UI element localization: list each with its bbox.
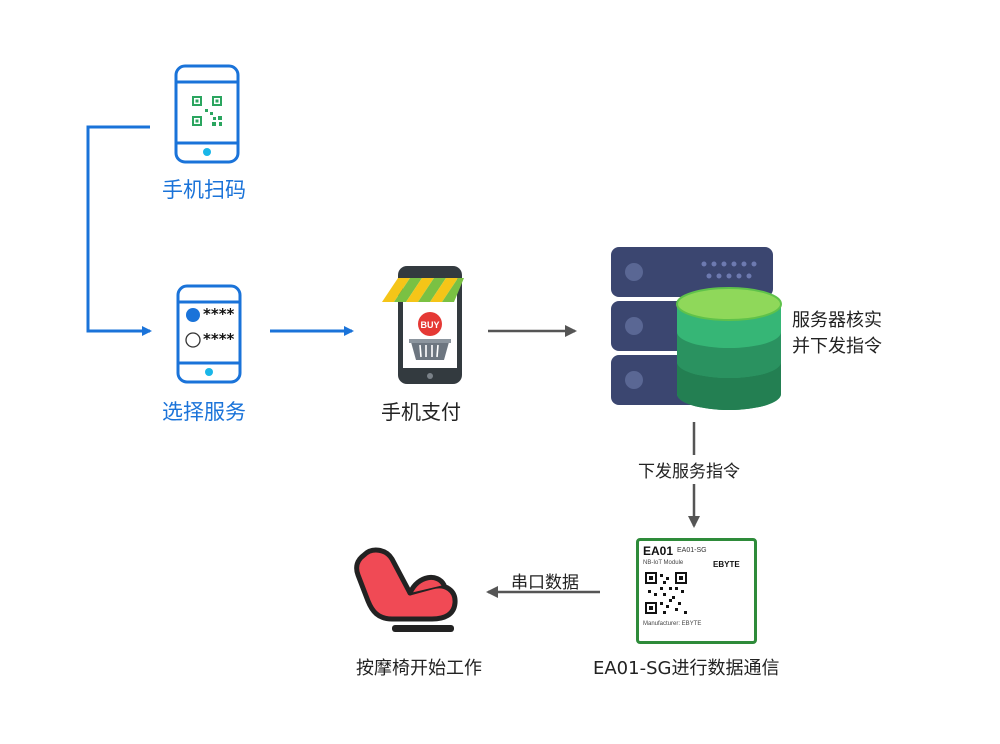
edge-label-server-module: 下发服务指令 — [636, 455, 742, 484]
node-select-label: 选择服务 — [162, 400, 246, 424]
node-pay-label: 手机支付 — [381, 400, 461, 424]
edge-label-module-chair: 串口数据 — [511, 573, 579, 593]
chip-sub: NB-IoT Module — [643, 560, 684, 566]
phone-qr-icon — [174, 64, 240, 164]
option-2-text: **** — [203, 330, 235, 348]
server-label-line-2: 并下发指令 — [792, 336, 882, 357]
node-scan-label: 手机扫码 — [162, 178, 246, 202]
option-1-text: **** — [203, 305, 235, 323]
edge-scan-to-select — [86, 125, 152, 336]
massage-chair-icon — [354, 547, 458, 632]
chip-brand: EBYTE — [713, 560, 740, 569]
server-database-icon — [611, 247, 782, 410]
phone-pay-icon: BUY — [382, 266, 464, 384]
node-module-label: EA01-SG进行数据通信 — [593, 658, 780, 679]
buy-text: BUY — [420, 320, 439, 330]
server-label-line-1: 服务器核实 — [792, 310, 882, 331]
phone-select-icon — [176, 284, 242, 384]
node-chair-label: 按摩椅开始工作 — [356, 658, 482, 679]
ea01-chip-icon: EA01 EA01-SG NB-IoT Module EBYTE Manufac… — [636, 538, 757, 644]
chip-qr-icon — [645, 572, 687, 614]
chip-maker: Manufacturer: EBYTE — [643, 621, 702, 627]
chip-model: EA01-SG — [677, 547, 707, 554]
chip-title: EA01 — [643, 544, 674, 558]
